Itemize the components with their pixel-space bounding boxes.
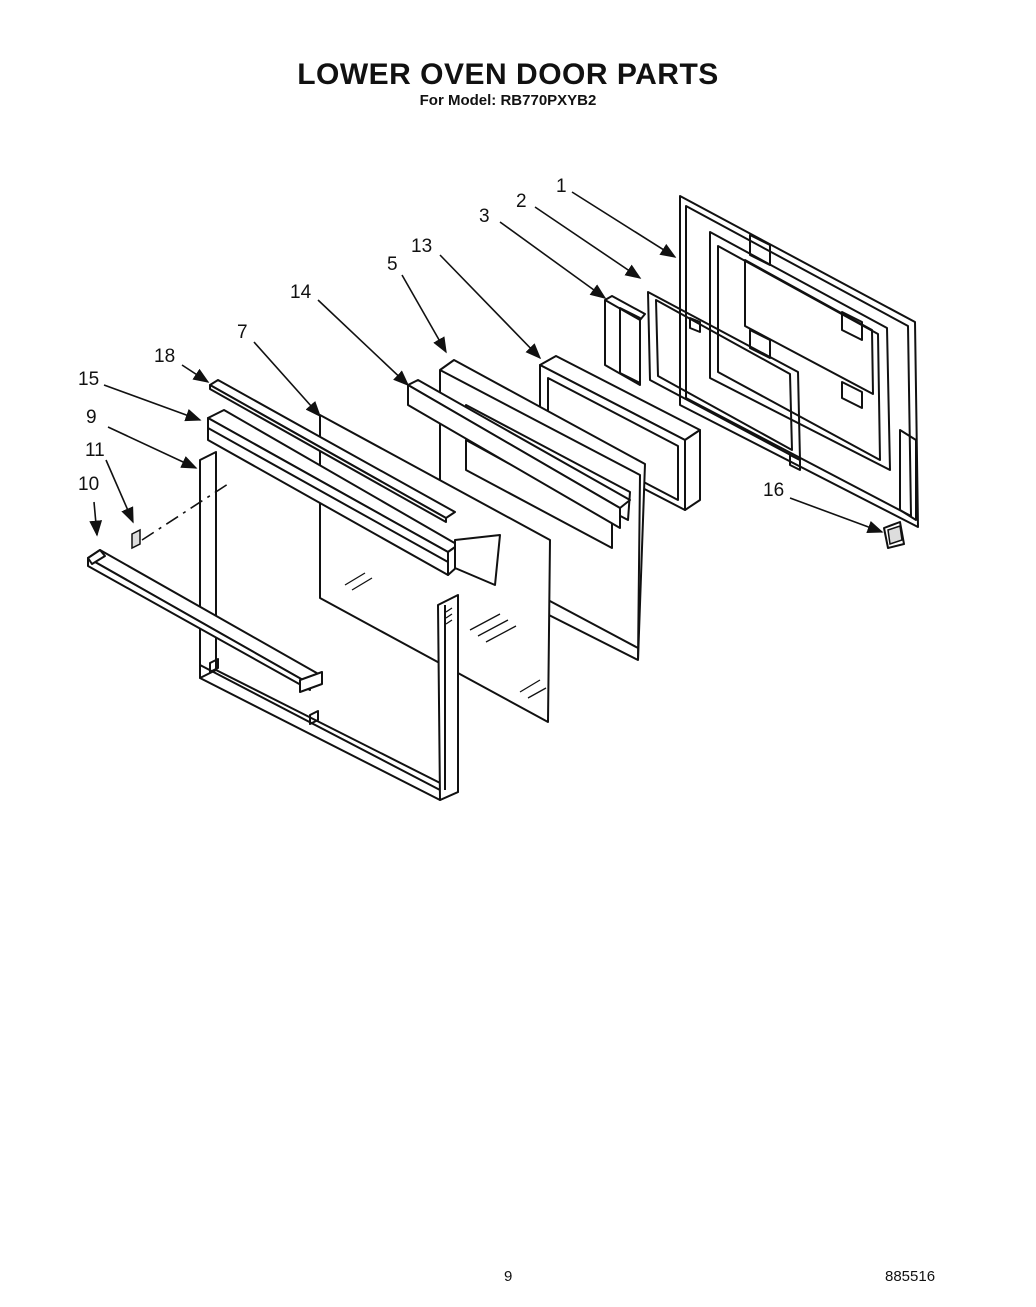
part-13-insulation-pad bbox=[539, 355, 701, 511]
callout-10: 10 bbox=[78, 474, 99, 495]
page-title: LOWER OVEN DOOR PARTS bbox=[297, 58, 719, 91]
callout-1: 1 bbox=[556, 176, 567, 197]
callout-11: 11 bbox=[85, 440, 105, 461]
callout-5: 5 bbox=[387, 254, 398, 275]
callout-7: 7 bbox=[237, 322, 248, 343]
callout-14: 14 bbox=[290, 282, 312, 303]
part-3-bracket bbox=[604, 295, 646, 386]
callout-13: 13 bbox=[411, 236, 432, 257]
part-15-top-trim bbox=[207, 409, 501, 586]
document-code: 885516 bbox=[885, 1268, 936, 1285]
part-11-clip bbox=[131, 528, 141, 550]
alignment-line bbox=[141, 483, 229, 541]
page-number: 9 bbox=[504, 1268, 513, 1285]
leader-lines bbox=[89, 191, 884, 537]
callout-9: 9 bbox=[86, 407, 97, 428]
callout-16: 16 bbox=[763, 480, 784, 501]
part-2-wire-frame bbox=[647, 291, 801, 461]
part-10-handle bbox=[87, 549, 323, 693]
part-1-inner-door-panel bbox=[679, 195, 919, 528]
part-18-top-bar bbox=[209, 379, 456, 523]
callout-3: 3 bbox=[479, 206, 490, 227]
model-subtitle: For Model: RB770PXYB2 bbox=[419, 92, 597, 109]
part-14-strip bbox=[407, 379, 631, 529]
part-16-hinge-block bbox=[883, 521, 905, 549]
callout-15: 15 bbox=[78, 369, 99, 390]
callout-2: 2 bbox=[516, 191, 527, 212]
callout-18: 18 bbox=[154, 346, 175, 367]
